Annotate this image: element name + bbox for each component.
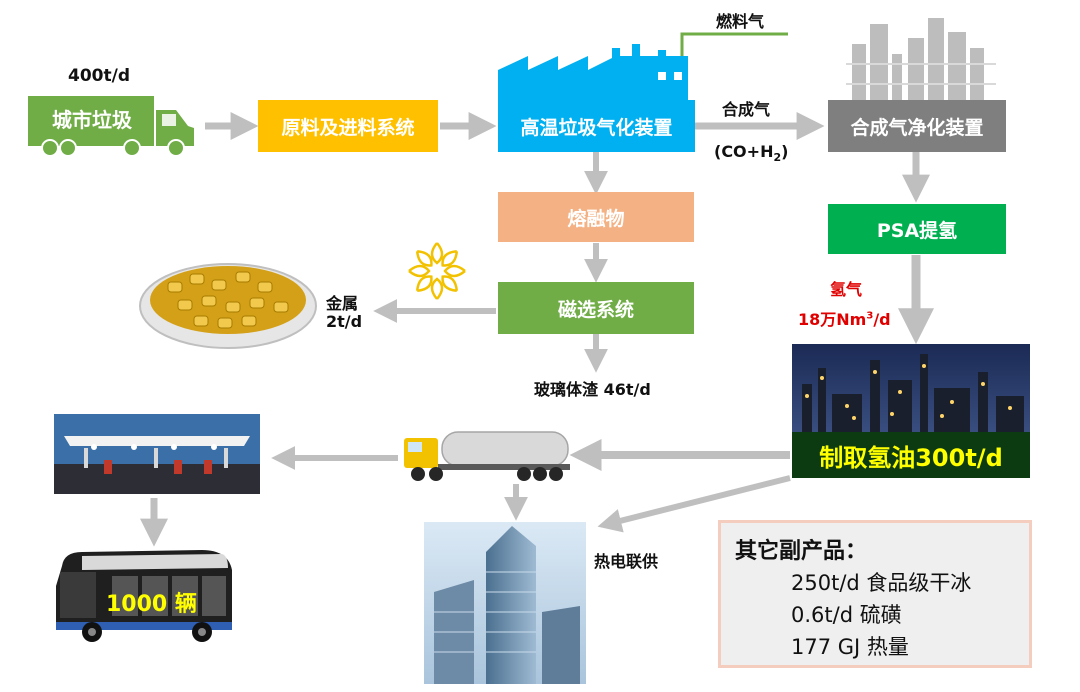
arrow-fuel-gas: [676, 32, 788, 84]
byproduct-item: 0.6t/d 硫磺: [791, 603, 902, 627]
syngas-formula: (CO+H2): [714, 142, 789, 165]
arrow-refinery-to-chp: [597, 475, 791, 533]
gas-station-photo: [54, 414, 260, 494]
node-gasifier: 高温垃圾气化装置: [498, 100, 695, 152]
node-feed-system: 原料及进料系统: [258, 100, 438, 152]
refinery-photo: [792, 344, 1030, 434]
garbage-truck-icon: [28, 96, 194, 157]
byproducts-title: 其它副产品：: [735, 539, 868, 564]
glass-slag-label: 玻璃体渣 46t/d: [534, 380, 651, 399]
node-magnetic: 磁选系统: [498, 282, 694, 334]
metal-label: 金属: [326, 294, 359, 313]
metal-pellets-icon: [139, 263, 317, 349]
syngas-label: 合成气: [722, 100, 771, 119]
tanker-truck-icon: [404, 431, 570, 481]
node-city-waste: 城市垃圾: [52, 107, 132, 132]
fuel-cell-bus-icon: [56, 550, 232, 642]
bus-count-label: 1000 辆: [106, 592, 197, 617]
hydrogen-rate-label: 18万Nm3/d: [798, 310, 891, 329]
factory-icon: [498, 44, 688, 102]
skyscraper-photo: [424, 522, 586, 684]
byproducts-panel: 其它副产品： 250t/d 食品级干冰 0.6t/d 硫磺 177 GJ 热量: [718, 520, 1032, 668]
node-melt: 熔融物: [498, 192, 694, 242]
chp-label: 热电联供: [594, 552, 659, 571]
waste-rate-label: 400t/d: [68, 66, 130, 86]
metal-rate-label: 2t/d: [326, 312, 363, 331]
refinery-towers-icon: [846, 18, 996, 102]
node-syngas-purify: 合成气净化装置: [828, 100, 1006, 152]
node-psa: PSA提氢: [828, 204, 1006, 254]
hydrogen-label: 氢气: [830, 280, 863, 299]
fuel-gas-label: 燃料气: [716, 12, 765, 31]
byproduct-item: 250t/d 食品级干冰: [791, 571, 972, 595]
byproduct-item: 177 GJ 热量: [791, 635, 909, 659]
node-hydrogen-oil: 制取氢油300t/d: [792, 432, 1030, 478]
sun-logo-icon: [408, 242, 466, 300]
